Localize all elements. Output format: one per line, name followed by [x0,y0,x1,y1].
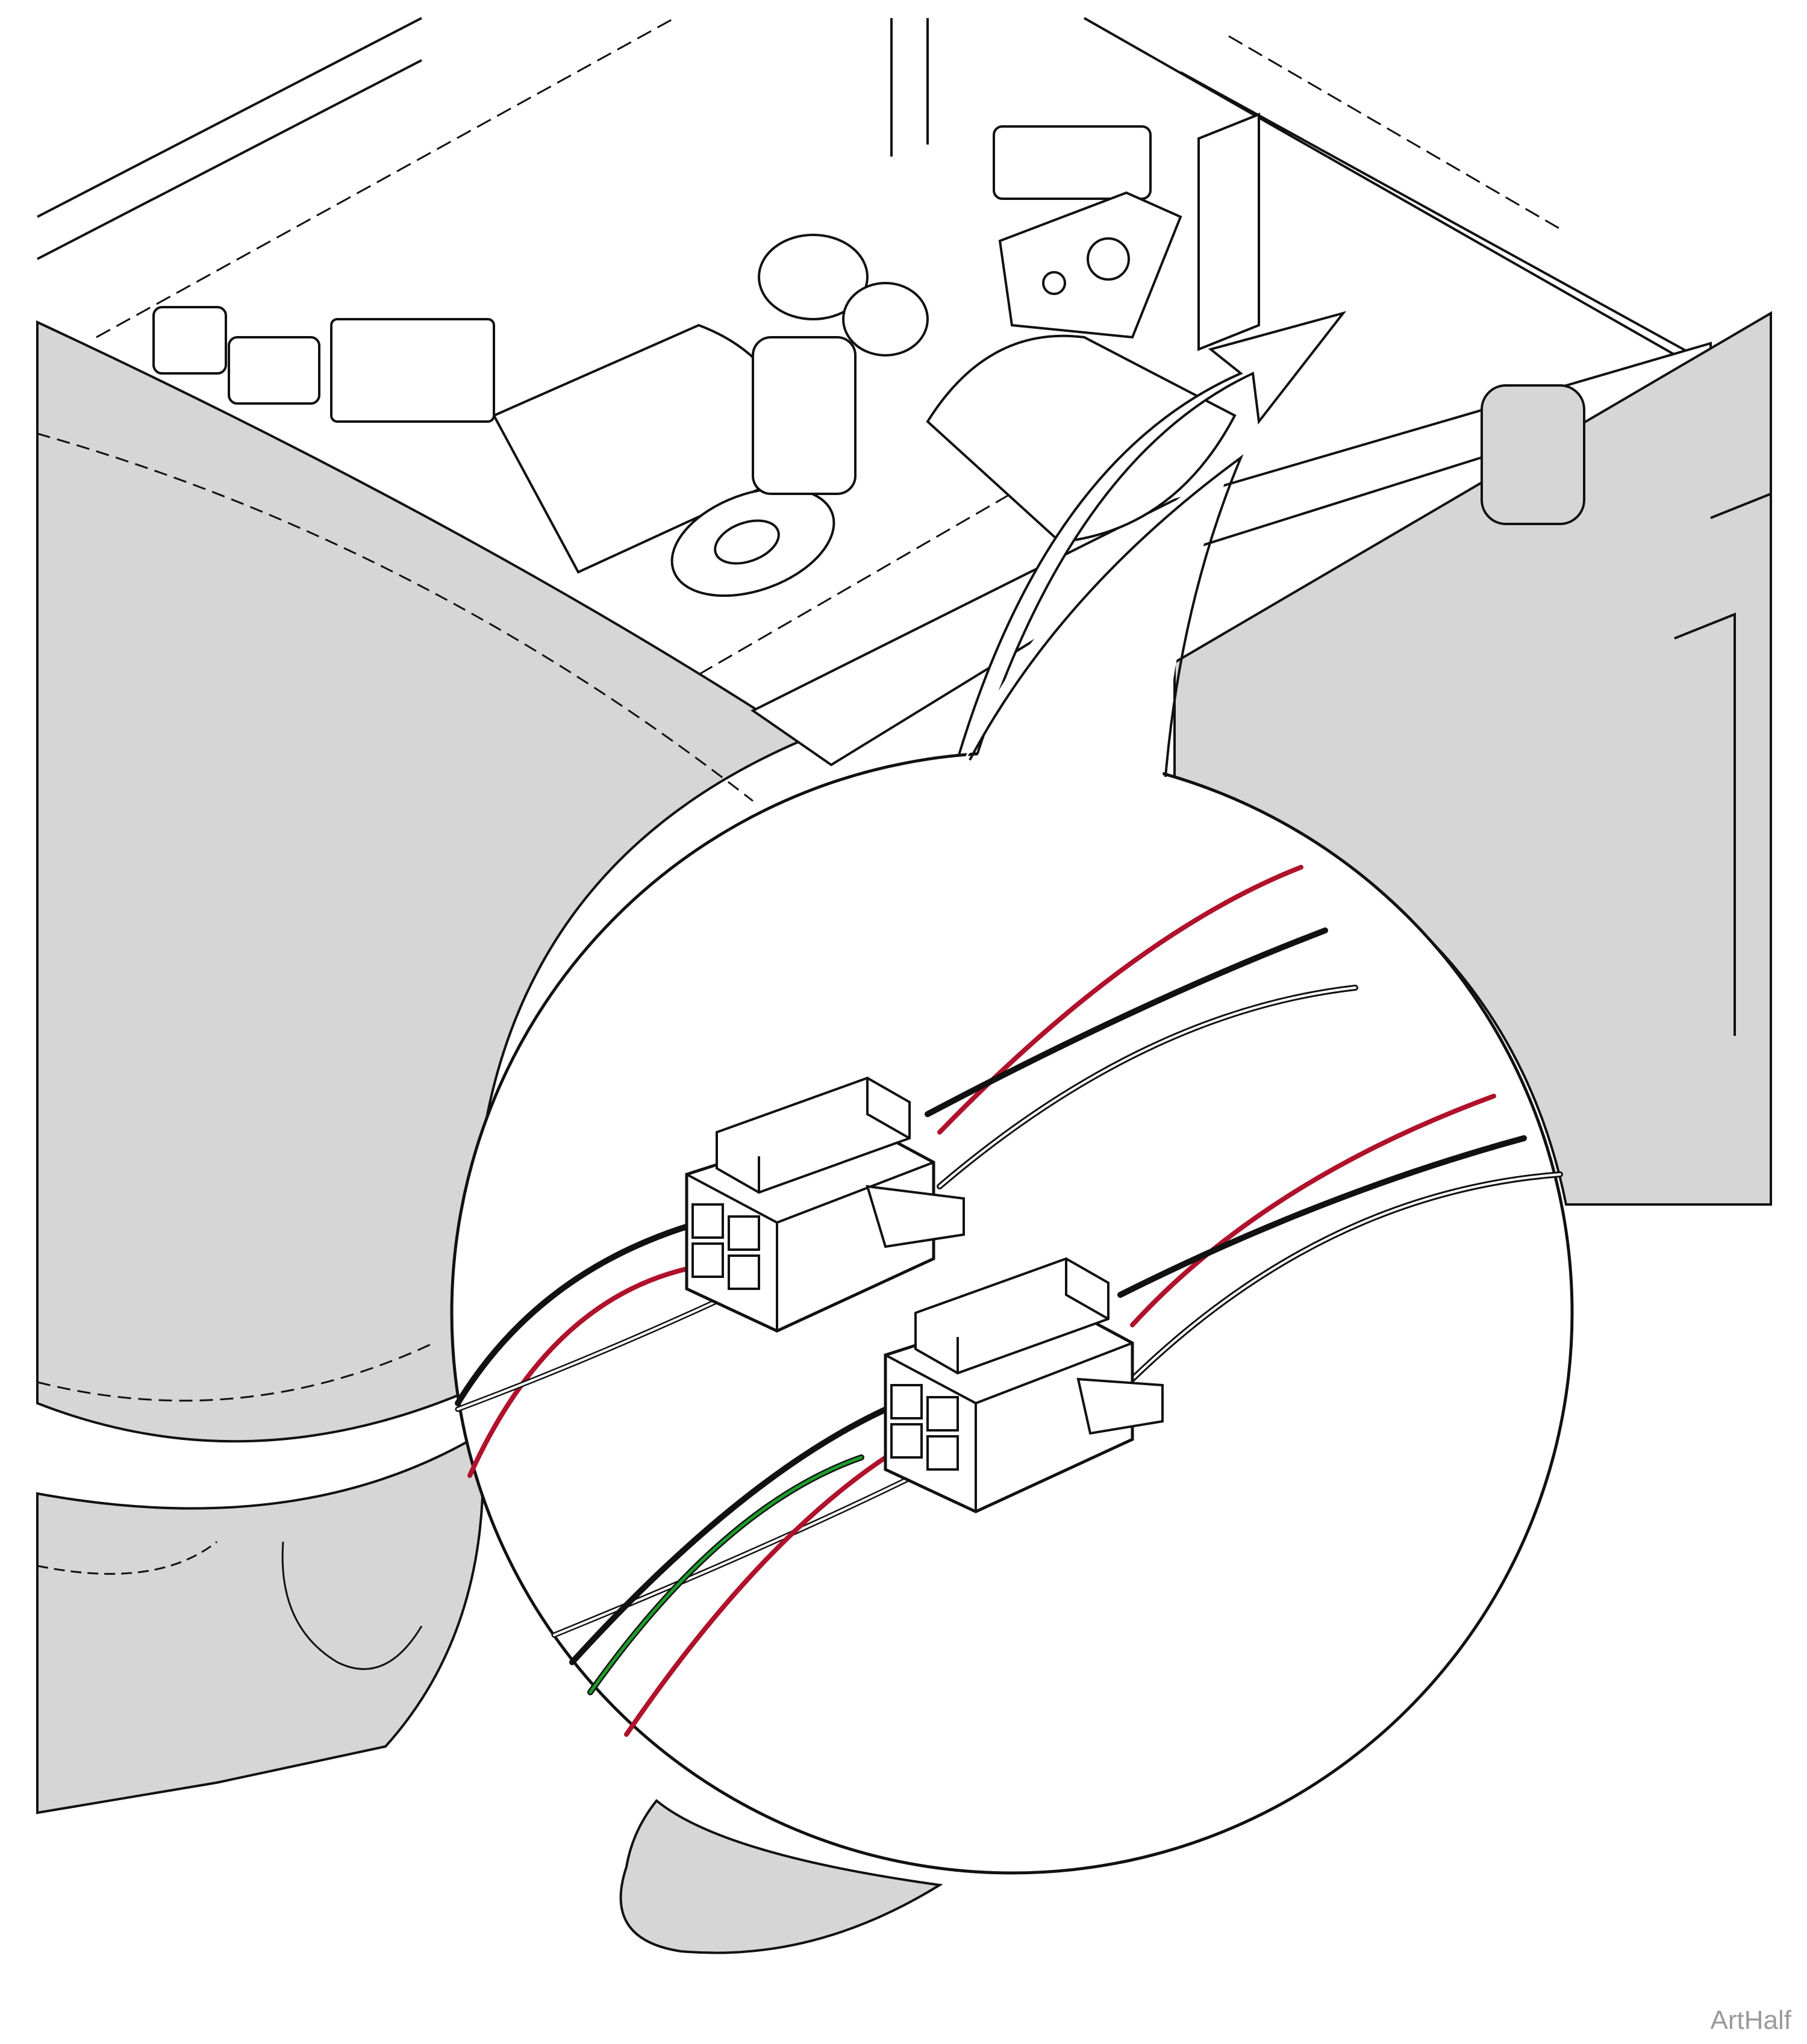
connector-upper-pins [691,1203,760,1290]
frame-rail-left [37,17,422,260]
wires-lower-left [551,1397,943,1737]
callout-arrow [956,311,1347,760]
rail-connectors [152,125,1152,423]
mast [890,18,929,157]
connector-upper [685,1076,965,1333]
frame-rail-right-dashed [1228,35,1561,230]
wire-red-ul [467,1262,710,1478]
wire-black-upper-tail [925,927,1328,1117]
connector-lower-pins [890,1384,959,1471]
seat-cover [36,320,804,1443]
right-bracket [1481,384,1585,525]
wire-black-ul [455,1217,714,1406]
lower-paddle [619,1799,943,1954]
base-detail-dash [37,1541,217,1575]
wires-upper-left [455,1217,753,1478]
frame-rail-right [1084,17,1771,411]
wire-black-ll [569,1397,910,1665]
pivot-assembly [752,191,1182,495]
base-detail [281,1541,423,1670]
right-panel-edge [1674,493,1771,1036]
detail-callout [450,454,1574,1875]
callout-pointer-edge [969,454,1244,777]
wire-green-ll-fill [588,1456,863,1694]
art-watermark: ArtHalf [1710,2005,1791,2035]
wire-white-right-tail-fill [1131,1173,1561,1380]
seat-cover-seam [37,432,754,802]
base-housing [36,1431,484,1815]
wire-red-right-tail [1130,1094,1496,1327]
motor-right [926,334,1237,544]
hinge-plate [1197,113,1260,351]
wire-white-ul-fill [457,1285,751,1410]
connector-lower [884,1257,1164,1513]
wire-black-right-tail [1117,1135,1527,1298]
wires-right [1117,1094,1563,1382]
wire-white-upper-tail-fill [938,986,1356,1188]
callout-pointer [964,458,1235,777]
wires-upper [925,865,1358,1189]
wire-white-ll-fill [553,1462,941,1636]
